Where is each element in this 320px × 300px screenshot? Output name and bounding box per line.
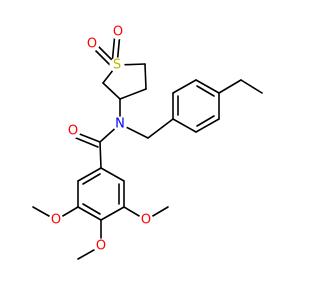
bond-tm4-tm5 [100,206,125,221]
bond-ar2-ar3 [172,79,197,94]
bond-ar3-ar4 [195,79,220,94]
bond-carbonyl-o-b [75,137,99,148]
bond-tm3-tm4 [77,206,102,221]
atom-methoxy-oxygen-right: O [138,212,154,228]
atom-carbonyl-oxygen: O [65,123,81,139]
atom-sulfone-oxygen-2: O [110,24,126,40]
bond-c4-c5 [144,63,147,90]
bond-c3-c4 [119,88,147,100]
structure-drawing: O O S N O O O [32,24,263,260]
atom-sulfur: S [109,57,125,73]
atom-sulfone-oxygen-1: O [84,36,100,52]
bond-ch2-ar [147,118,174,139]
atom-label-s: S [113,58,121,73]
atom-labels: O O S N O O O [48,24,154,254]
bond-ar4-ethyl-ch2 [218,79,242,94]
atom-label-o: O [68,124,78,139]
bond-tm3-tm4-inner [82,203,101,215]
atom-nitrogen: N [112,116,128,132]
atom-methoxy-oxygen-left: O [48,212,64,228]
bond-ar6-ar1 [172,118,197,133]
atom-label-o: O [96,239,106,254]
molecule-diagram: O O S N O O O [32,24,263,260]
atom-methoxy-oxygen-bottom: O [93,238,109,254]
atom-label-o: O [87,37,97,52]
bond-carbonyl-o-a [76,132,101,143]
atom-label-o: O [51,213,61,228]
atom-label-n: N [115,117,125,132]
bond-ar5-ar6-inner [196,115,215,127]
bond-tm1-tm2 [77,167,102,182]
bond-tm1-tm2-inner [82,173,101,185]
bond-c2-c3 [102,82,121,100]
bond-carbonyl-ar [99,141,102,169]
atom-label-o: O [141,213,151,228]
bond-ar5-ar6 [195,118,220,133]
bond-ethyl-ch2-ch3 [240,79,263,94]
bond-ar3-ar4-inner [196,85,215,97]
atom-label-o: O [113,25,123,40]
bond-tm6-tm1 [100,167,125,182]
